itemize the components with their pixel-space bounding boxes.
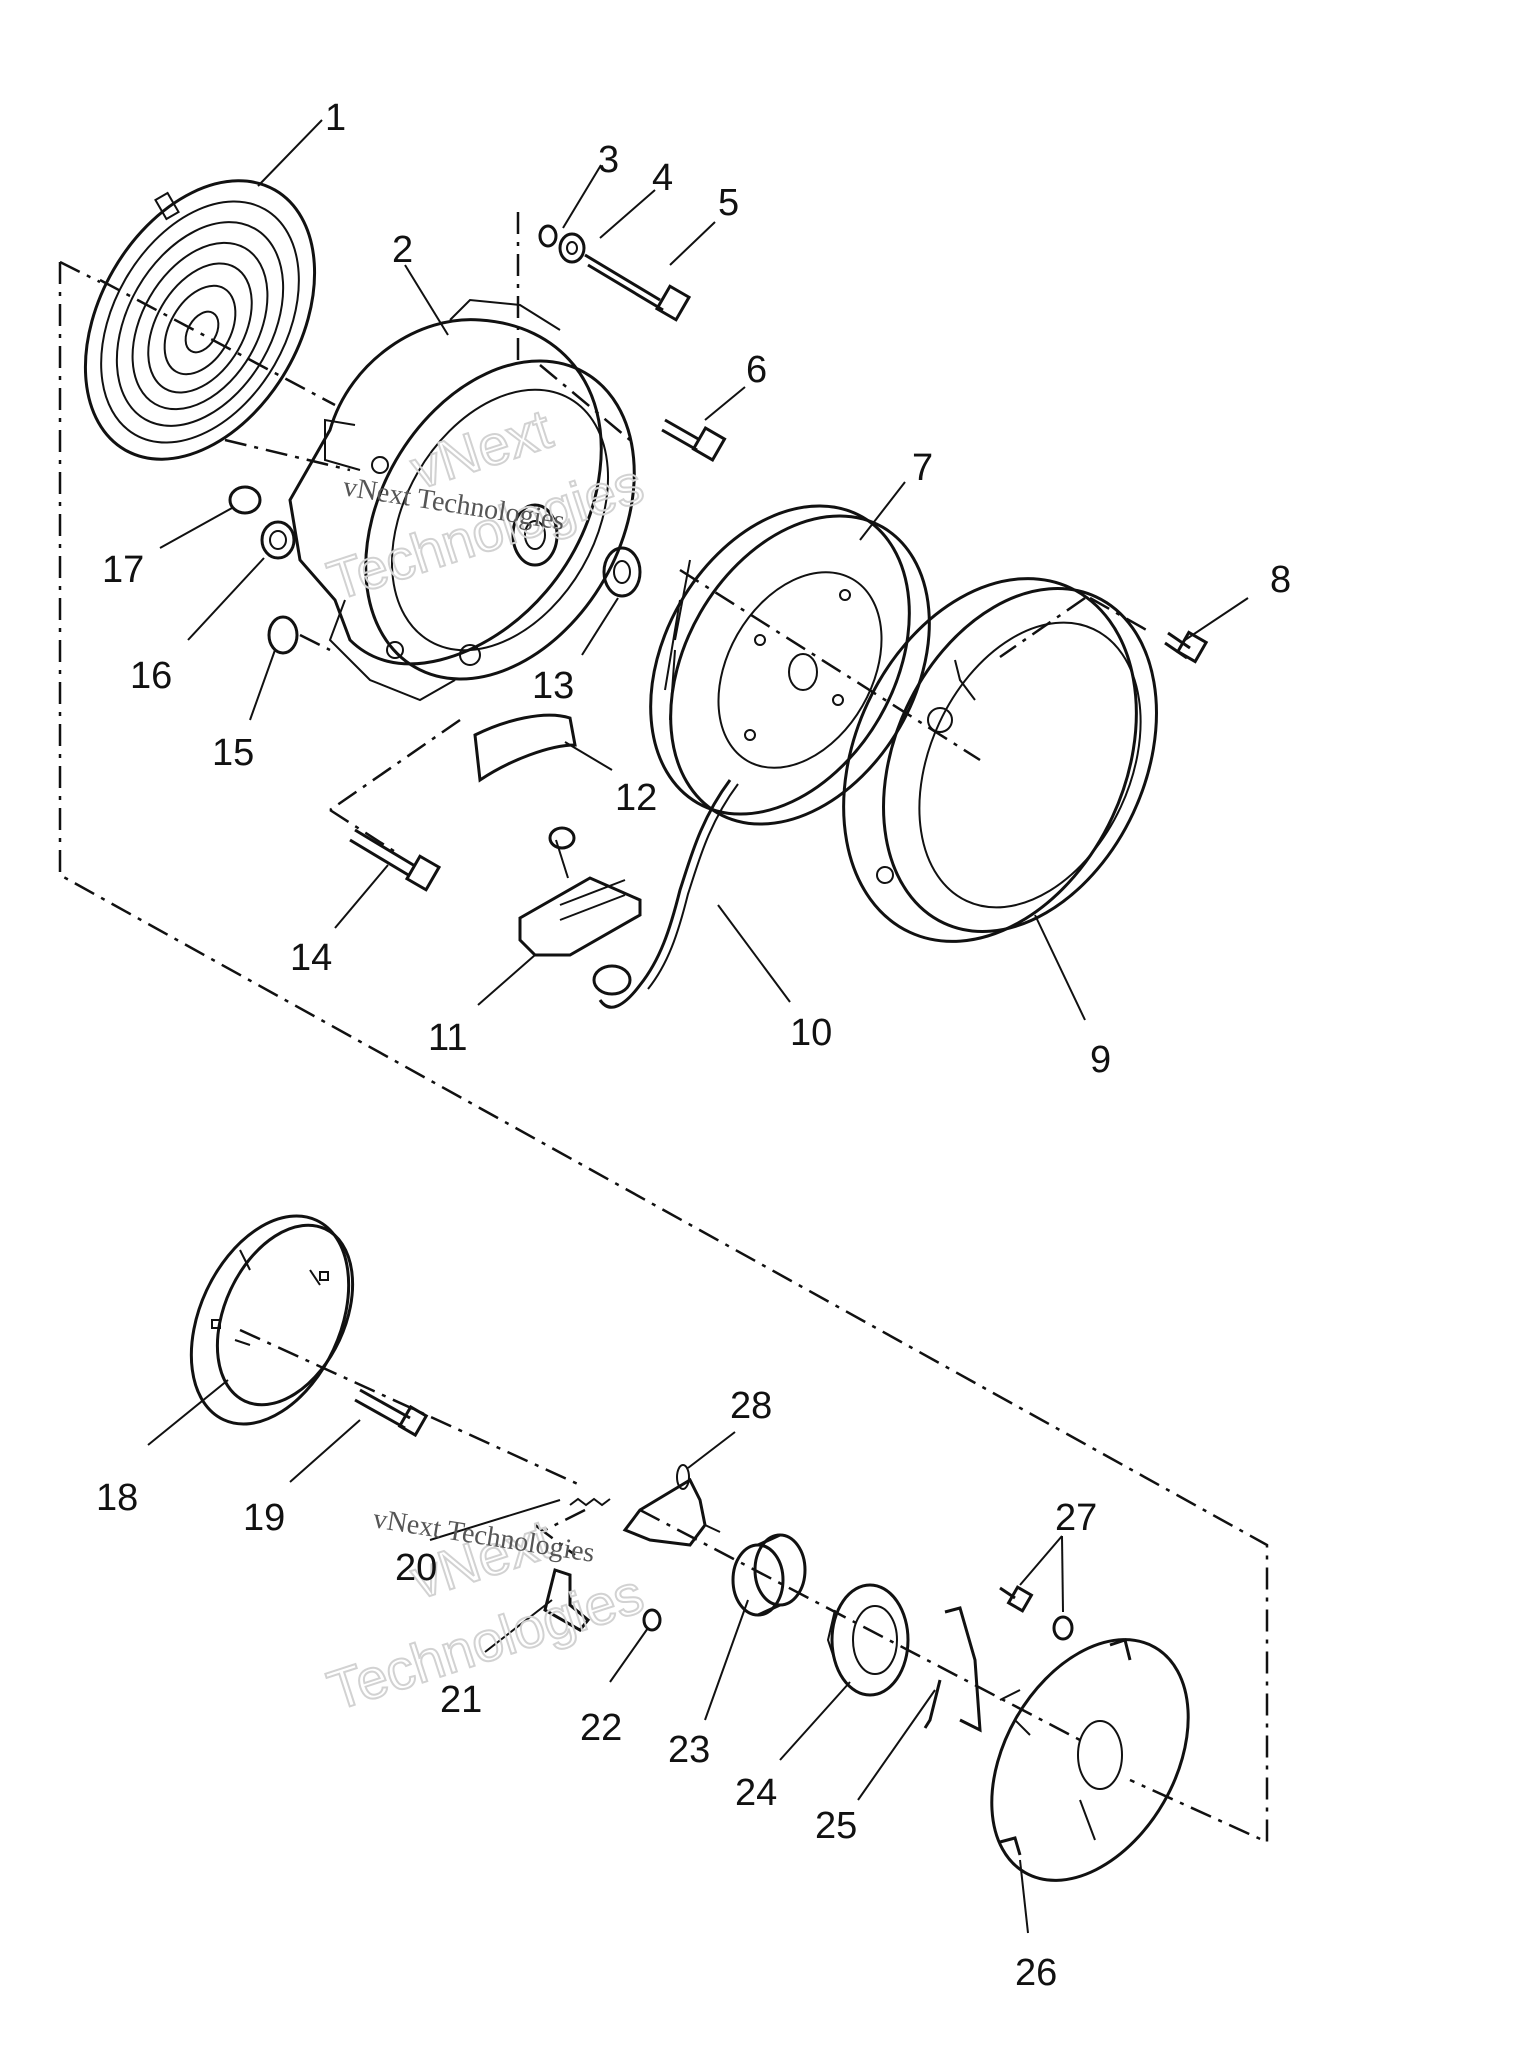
collar xyxy=(731,1533,807,1617)
washer xyxy=(558,232,586,264)
callout-8: 8 xyxy=(1270,559,1291,601)
callout-13: 13 xyxy=(532,665,574,707)
callout-20: 20 xyxy=(395,1547,437,1589)
callout-labels: 1 2 3 4 5 6 7 8 9 10 11 12 13 14 15 16 1… xyxy=(96,97,1291,1994)
callout-22: 22 xyxy=(580,1707,622,1749)
pawl xyxy=(473,713,577,783)
callout-24: 24 xyxy=(735,1772,777,1814)
grommet xyxy=(228,485,262,515)
callout-23: 23 xyxy=(668,1729,710,1771)
callout-3: 3 xyxy=(598,139,619,181)
plug xyxy=(260,520,296,560)
callout-18: 18 xyxy=(96,1477,138,1519)
callout-7: 7 xyxy=(912,447,933,489)
spring-wire xyxy=(923,1606,982,1733)
cover-screw xyxy=(1164,630,1209,664)
latch-bracket xyxy=(543,1568,591,1632)
ratchet-cup xyxy=(189,1214,355,1426)
leader-lines xyxy=(147,119,1249,1934)
stud-bolt xyxy=(354,1388,429,1438)
callout-26: 26 xyxy=(1015,1952,1057,1994)
callout-14: 14 xyxy=(290,937,332,979)
bushing xyxy=(602,546,642,598)
short-bolt xyxy=(661,418,727,462)
assembly-outline xyxy=(58,212,1269,1844)
seal-ring xyxy=(826,1583,910,1697)
callout-28: 28 xyxy=(730,1385,772,1427)
starter-housing xyxy=(288,298,636,702)
callout-16: 16 xyxy=(130,655,172,697)
watermark-lower: vNext Technologies vNext Technologies xyxy=(319,1503,651,1723)
callout-27: 27 xyxy=(1055,1497,1097,1539)
outer-cover xyxy=(842,577,1158,943)
nut xyxy=(538,224,558,248)
callout-4: 4 xyxy=(652,157,673,199)
recoil-spring xyxy=(83,179,317,461)
screw-and-washer xyxy=(999,1585,1074,1641)
housing-bolt xyxy=(349,828,442,892)
starter-handle xyxy=(518,826,642,996)
callout-1: 1 xyxy=(325,97,346,139)
callout-5: 5 xyxy=(718,182,739,224)
callout-2: 2 xyxy=(392,229,413,271)
base-plate xyxy=(990,1638,1190,1882)
callout-9: 9 xyxy=(1090,1039,1111,1081)
starter-rope xyxy=(598,779,739,1009)
callout-10: 10 xyxy=(790,1012,832,1054)
callout-25: 25 xyxy=(815,1805,857,1847)
callout-21: 21 xyxy=(440,1679,482,1721)
pin xyxy=(642,1608,662,1632)
callout-19: 19 xyxy=(243,1497,285,1539)
long-bolt xyxy=(584,253,692,322)
callout-6: 6 xyxy=(746,349,767,391)
sleeve xyxy=(267,615,299,655)
latch-assembly xyxy=(622,1464,721,1547)
spring-small xyxy=(569,1497,611,1507)
callout-15: 15 xyxy=(212,732,254,774)
callout-12: 12 xyxy=(615,777,657,819)
callout-11: 11 xyxy=(428,1017,467,1059)
callout-17: 17 xyxy=(102,549,144,591)
